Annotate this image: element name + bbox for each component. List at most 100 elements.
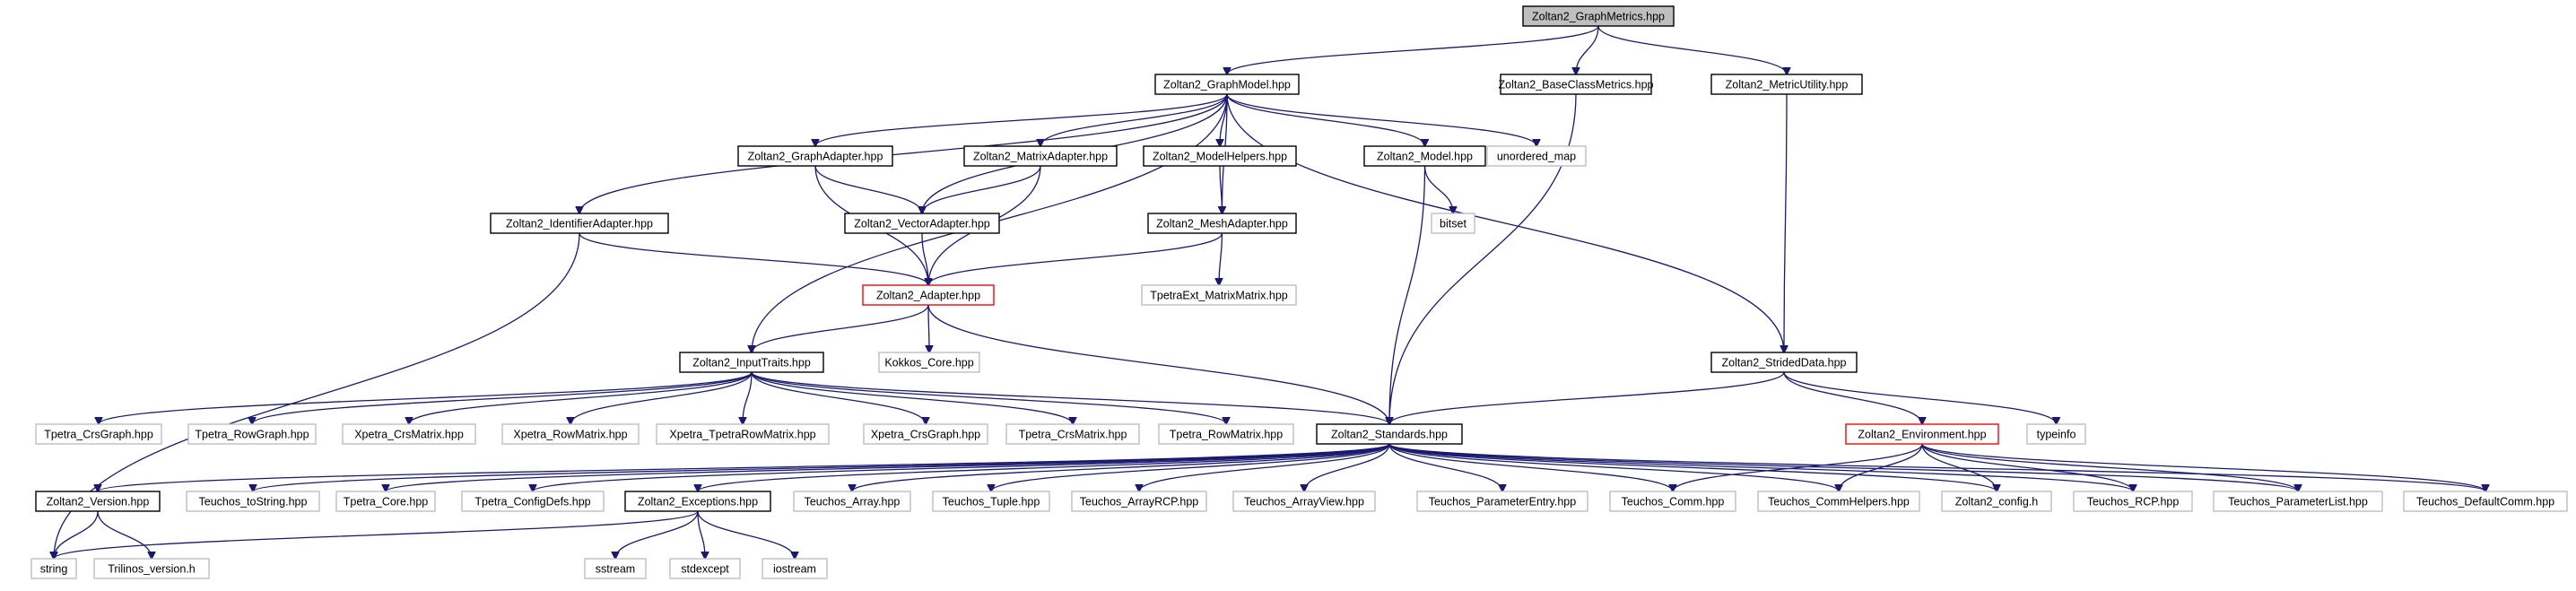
node-label-vector-adapter: Zoltan2_VectorAdapter.hpp [854,218,990,230]
node-box-stdexcept [669,558,741,579]
edge-standards-to-teuchos_arrayview [1304,443,1390,491]
edge-environment-to-teuchos_rcp [1921,443,2133,491]
node-label-xpetra-crsgraph: Xpetra_CrsGraph.hpp [871,429,980,441]
edge-root-to-base_class_metrics [1576,25,1599,74]
edge-environment-to-teuchos_defaultcomm [1921,443,2485,491]
edge-standards-to-tpetra_core [386,443,1390,491]
node-label-tpetra-rowgraph: Tpetra_RowGraph.hpp [195,429,309,441]
node-version[interactable]: Zoltan2_Version.hpp [35,491,161,512]
edge-input_traits-to-tpetra_crsmatrix [751,371,1073,424]
node-bitset: bitset [1431,213,1475,234]
node-graph-adapter[interactable]: Zoltan2_GraphAdapter.hpp [737,145,893,167]
node-vector-adapter[interactable]: Zoltan2_VectorAdapter.hpp [844,213,1000,234]
edge-standards-to-teuchos_parameterentry [1388,443,1502,491]
node-label-trilinos-version: Trilinos_version.h [108,563,196,576]
edge-base_class_metrics-to-standards [1389,93,1577,424]
edge-mesh_adapter-to-adapter [928,232,1223,285]
edge-standards-to-teuchos_parameterlist [1388,443,2298,491]
node-mesh-adapter[interactable]: Zoltan2_MeshAdapter.hpp [1147,213,1297,234]
edge-input_traits-to-xpetra_crsmatrix [409,371,753,424]
node-label-teuchos-comm: Teuchos_Comm.hpp [1622,496,1725,508]
node-strided-data[interactable]: Zoltan2_StridedData.hpp [1710,352,1858,373]
node-stdexcept: stdexcept [669,558,741,579]
node-box-tpetra-rowmatrix [1158,423,1294,445]
edge-standards-to-teuchos_commhelpers [1388,443,1839,491]
node-teuchos-commhelpers: Teuchos_CommHelpers.hpp [1757,491,1920,512]
node-input-traits[interactable]: Zoltan2_InputTraits.hpp [679,352,824,373]
node-graph-model[interactable]: Zoltan2_GraphModel.hpp [1154,74,1300,95]
edge-strided_data-to-typeinfo [1783,371,2057,424]
edge-input_traits-to-xpetra_rowmatrix [570,371,753,424]
node-box-string [30,558,77,579]
node-label-teuchos-defaultcomm: Teuchos_DefaultComm.hpp [2416,496,2554,508]
edge-input_traits-to-tpetra_rowmatrix [751,371,1226,424]
node-label-kokkos-core: Kokkos_Core.hpp [884,357,973,369]
edge-exceptions-to-stdexcept [697,510,705,559]
edge-mesh_adapter-to-tpetraext_matrixmatrix [1219,232,1223,285]
node-box-graph-model [1154,74,1300,95]
node-label-iostream: iostream [773,563,816,576]
node-model-helpers[interactable]: Zoltan2_ModelHelpers.hpp [1143,145,1297,167]
node-box-teuchos-parameterlist [2213,491,2383,512]
node-tpetra-core: Tpetra_Core.hpp [335,491,436,512]
edge-graph_model-to-strided_data [1226,93,1784,352]
node-box-strided-data [1710,352,1858,373]
node-label-typeinfo: typeinfo [2037,429,2076,441]
edge-root-to-metric_utility [1597,25,1787,74]
edge-adapter-to-input_traits [752,304,929,352]
node-teuchos-arrayrcp: Teuchos_ArrayRCP.hpp [1071,491,1207,512]
edge-standards-to-teuchos_arrayrcp [1139,443,1390,491]
node-box-version [35,491,161,512]
node-metric-utility[interactable]: Zoltan2_MetricUtility.hpp [1710,74,1863,95]
edge-graph_model-to-unordered_map [1226,93,1536,146]
node-exceptions[interactable]: Zoltan2_Exceptions.hpp [624,491,771,512]
edge-exceptions-to-iostream [697,510,795,559]
edge-graph_model-to-identifier_adapter [579,93,1228,213]
node-teuchos-comm: Teuchos_Comm.hpp [1609,491,1736,512]
node-base-class-metrics[interactable]: Zoltan2_BaseClassMetrics.hpp [1499,74,1654,95]
node-box-sstream [584,558,647,579]
node-adapter[interactable]: Zoltan2_Adapter.hpp [862,284,995,306]
node-model[interactable]: Zoltan2_Model.hpp [1363,145,1486,167]
edge-root-to-graph_model [1227,25,1599,74]
node-teuchos-defaultcomm: Teuchos_DefaultComm.hpp [2403,491,2568,512]
node-label-graph-adapter: Zoltan2_GraphAdapter.hpp [748,151,883,163]
node-label-base-class-metrics: Zoltan2_BaseClassMetrics.hpp [1499,79,1654,91]
node-label-tpetra-crsmatrix: Tpetra_CrsMatrix.hpp [1019,429,1127,441]
node-tpetra-rowgraph: Tpetra_RowGraph.hpp [187,423,317,445]
node-box-tpetra-crsmatrix [1005,423,1140,445]
node-standards[interactable]: Zoltan2_Standards.hpp [1316,423,1463,445]
edge-standards-to-teuchos_rcp [1388,443,2133,491]
node-label-tpetra-configdefs: Tpetra_ConfigDefs.hpp [474,496,590,508]
node-label-strided-data: Zoltan2_StridedData.hpp [1722,357,1847,369]
node-label-unordered-map: unordered_map [1497,151,1576,163]
edge-standards-to-exceptions [698,443,1390,491]
node-label-teuchos-arrayrcp: Teuchos_ArrayRCP.hpp [1080,496,1199,508]
node-label-adapter: Zoltan2_Adapter.hpp [876,290,980,302]
node-label-teuchos-commhelpers: Teuchos_CommHelpers.hpp [1768,496,1910,508]
edge-standards-to-teuchos_defaultcomm [1388,443,2485,491]
node-environment[interactable]: Zoltan2_Environment.hpp [1845,423,1999,445]
node-label-identifier-adapter: Zoltan2_IdentifierAdapter.hpp [506,218,653,230]
node-box-tpetra-crsgraph [35,423,162,445]
edge-standards-to-teuchos_tuple [991,443,1390,491]
node-xpetra-tpetrarowmatrix: Xpetra_TpetraRowMatrix.hpp [656,423,830,445]
node-label-graph-model: Zoltan2_GraphModel.hpp [1163,79,1291,91]
node-box-teuchos-comm [1609,491,1736,512]
node-root[interactable]: Zoltan2_GraphMetrics.hpp [1522,5,1675,27]
edge-graph_model-to-graph_adapter [815,93,1228,146]
node-box-identifier-adapter [490,213,669,234]
node-xpetra-rowmatrix: Xpetra_RowMatrix.hpp [501,423,640,445]
node-label-sstream: sstream [596,563,635,576]
node-label-metric-utility: Zoltan2_MetricUtility.hpp [1726,79,1849,91]
node-box-teuchos-parameterentry [1416,491,1588,512]
node-box-model [1363,145,1486,167]
node-box-teuchos-arrayrcp [1071,491,1207,512]
node-identifier-adapter[interactable]: Zoltan2_IdentifierAdapter.hpp [490,213,669,234]
node-matrix-adapter[interactable]: Zoltan2_MatrixAdapter.hpp [963,145,1118,167]
node-box-environment [1845,423,1999,445]
node-label-model: Zoltan2_Model.hpp [1377,151,1473,163]
edge-identifier_adapter-to-adapter [579,232,928,285]
node-xpetra-crsmatrix: Xpetra_CrsMatrix.hpp [342,423,476,445]
